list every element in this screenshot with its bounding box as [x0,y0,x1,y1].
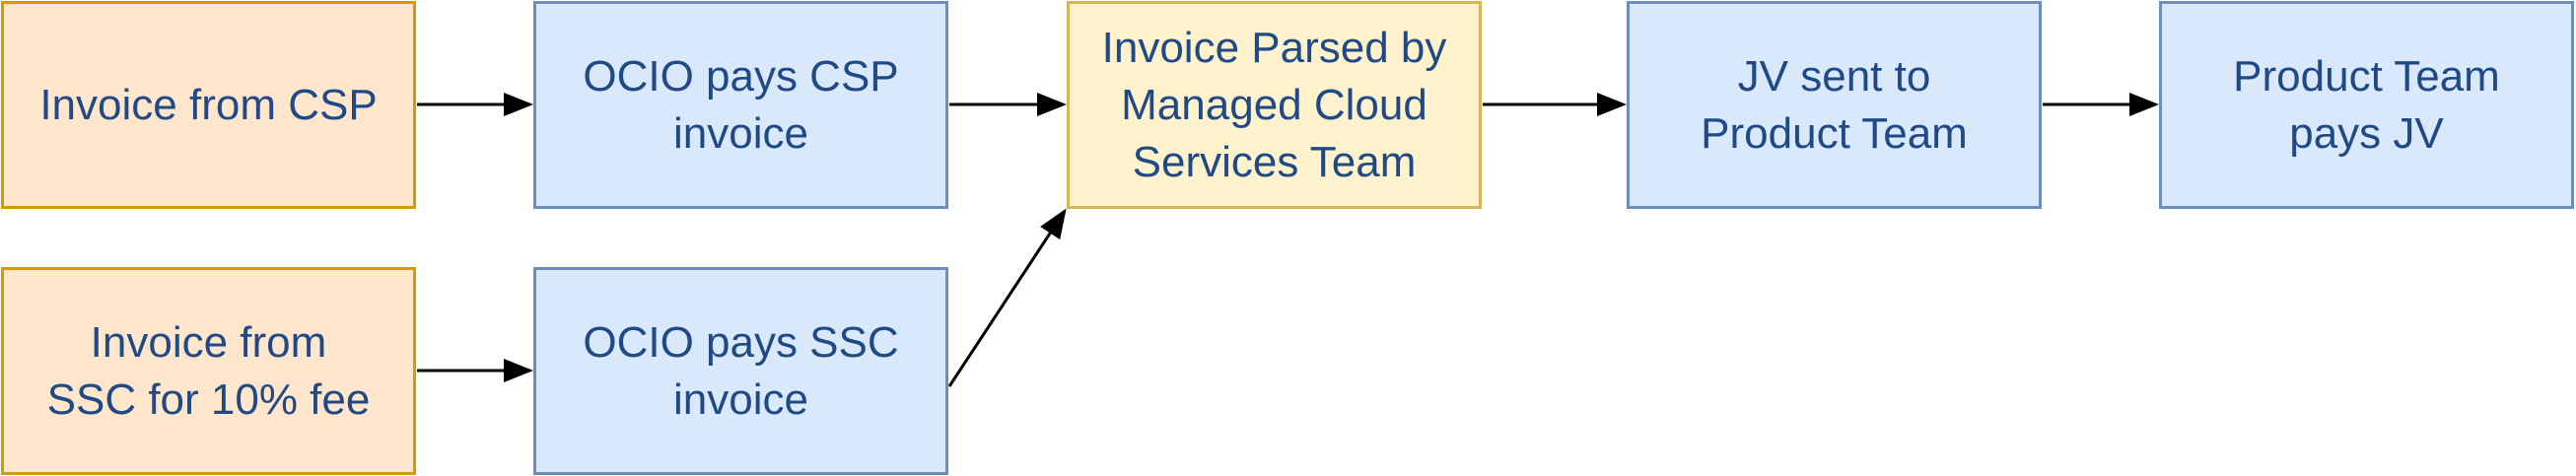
node-invoice-from-csp: Invoice from CSP [1,1,416,209]
node-label: JV sent to Product Team [1701,51,1968,158]
node-label: Invoice Parsed by Managed Cloud Services… [1101,23,1447,186]
node-jv-sent: JV sent to Product Team [1627,1,2042,209]
node-product-team-pays: Product Team pays JV [2159,1,2574,209]
node-ocio-pays-csp: OCIO pays CSP invoice [533,1,948,209]
edge-ocio-ssc-to-parsed [947,208,1067,387]
node-label: OCIO pays CSP invoice [583,51,899,158]
node-invoice-from-ssc: Invoice from SSC for 10% fee [1,267,416,475]
node-ocio-pays-ssc: OCIO pays SSC invoice [533,267,948,475]
node-invoice-parsed: Invoice Parsed by Managed Cloud Services… [1067,1,1482,209]
node-label: Invoice from CSP [39,80,378,129]
node-label: Product Team pays JV [2233,51,2500,158]
node-label: Invoice from SSC for 10% fee [46,317,371,424]
node-label: OCIO pays SSC invoice [583,317,899,424]
